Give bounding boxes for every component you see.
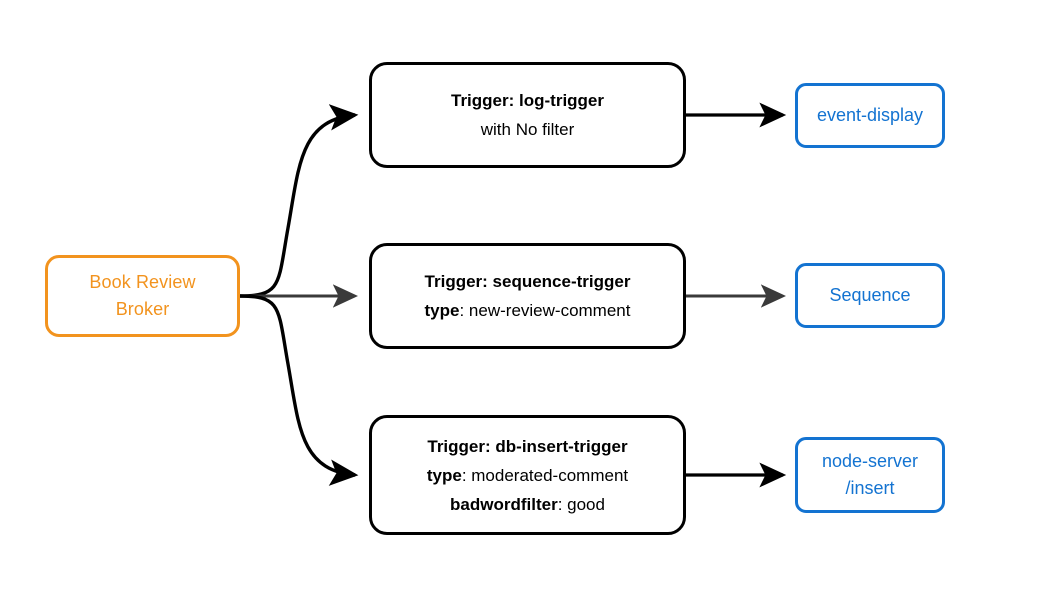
edge-broker-to-log-trigger <box>239 104 359 298</box>
sequence-trigger-line-1-key: Trigger: sequence-trigger <box>424 272 631 291</box>
node-node-server-insert[interactable]: node-server /insert <box>795 437 945 513</box>
sequence-trigger-line-2-key: type <box>424 301 460 320</box>
node-event-display[interactable]: event-display <box>795 83 945 148</box>
node-sequence-trigger[interactable]: Trigger: sequence-trigger type: new-revi… <box>369 243 686 349</box>
db-insert-trigger-line-2: type: moderated-comment <box>427 461 628 490</box>
log-trigger-line-1: Trigger: log-trigger <box>451 86 604 115</box>
node-log-trigger[interactable]: Trigger: log-trigger with No filter <box>369 62 686 168</box>
edge-broker-to-db-insert-trigger <box>239 294 359 486</box>
db-insert-trigger-line-2-key: type <box>426 465 462 485</box>
sequence-trigger-line-2: type: new-review-comment <box>425 296 631 325</box>
db-insert-trigger-line-1-key: Trigger: db-insert-trigger <box>427 436 628 456</box>
db-insert-trigger-line-3: badwordfilter: good <box>450 490 605 519</box>
node-sequence[interactable]: Sequence <box>795 263 945 328</box>
node-db-insert-trigger[interactable]: Trigger: db-insert-trigger type: moderat… <box>369 415 686 535</box>
event-display-label: event-display <box>816 105 924 125</box>
sequence-label: Sequence <box>829 285 911 305</box>
broker-label-line-1: Book Review <box>89 272 196 292</box>
node-server-label-line-2: /insert <box>845 478 895 498</box>
sequence-trigger-line-1: Trigger: sequence-trigger <box>425 267 631 296</box>
db-insert-trigger-line-1: Trigger: db-insert-trigger <box>427 432 627 461</box>
db-insert-trigger-line-3-key: badwordfilter <box>450 494 558 514</box>
db-insert-trigger-line-2-value: : moderated-comment <box>461 465 629 485</box>
node-book-review-broker[interactable]: Book Review Broker <box>45 255 240 337</box>
node-server-label-line-1: node-server <box>821 451 919 471</box>
db-insert-trigger-line-3-value: : good <box>557 494 605 514</box>
broker-label-line-2: Broker <box>115 299 170 319</box>
log-trigger-line-1-key: Trigger: log-trigger <box>451 91 604 110</box>
log-trigger-line-2-value: with No filter <box>480 120 575 139</box>
sequence-trigger-line-2-value: : new-review-comment <box>459 301 631 320</box>
log-trigger-line-2: with No filter <box>481 115 575 144</box>
